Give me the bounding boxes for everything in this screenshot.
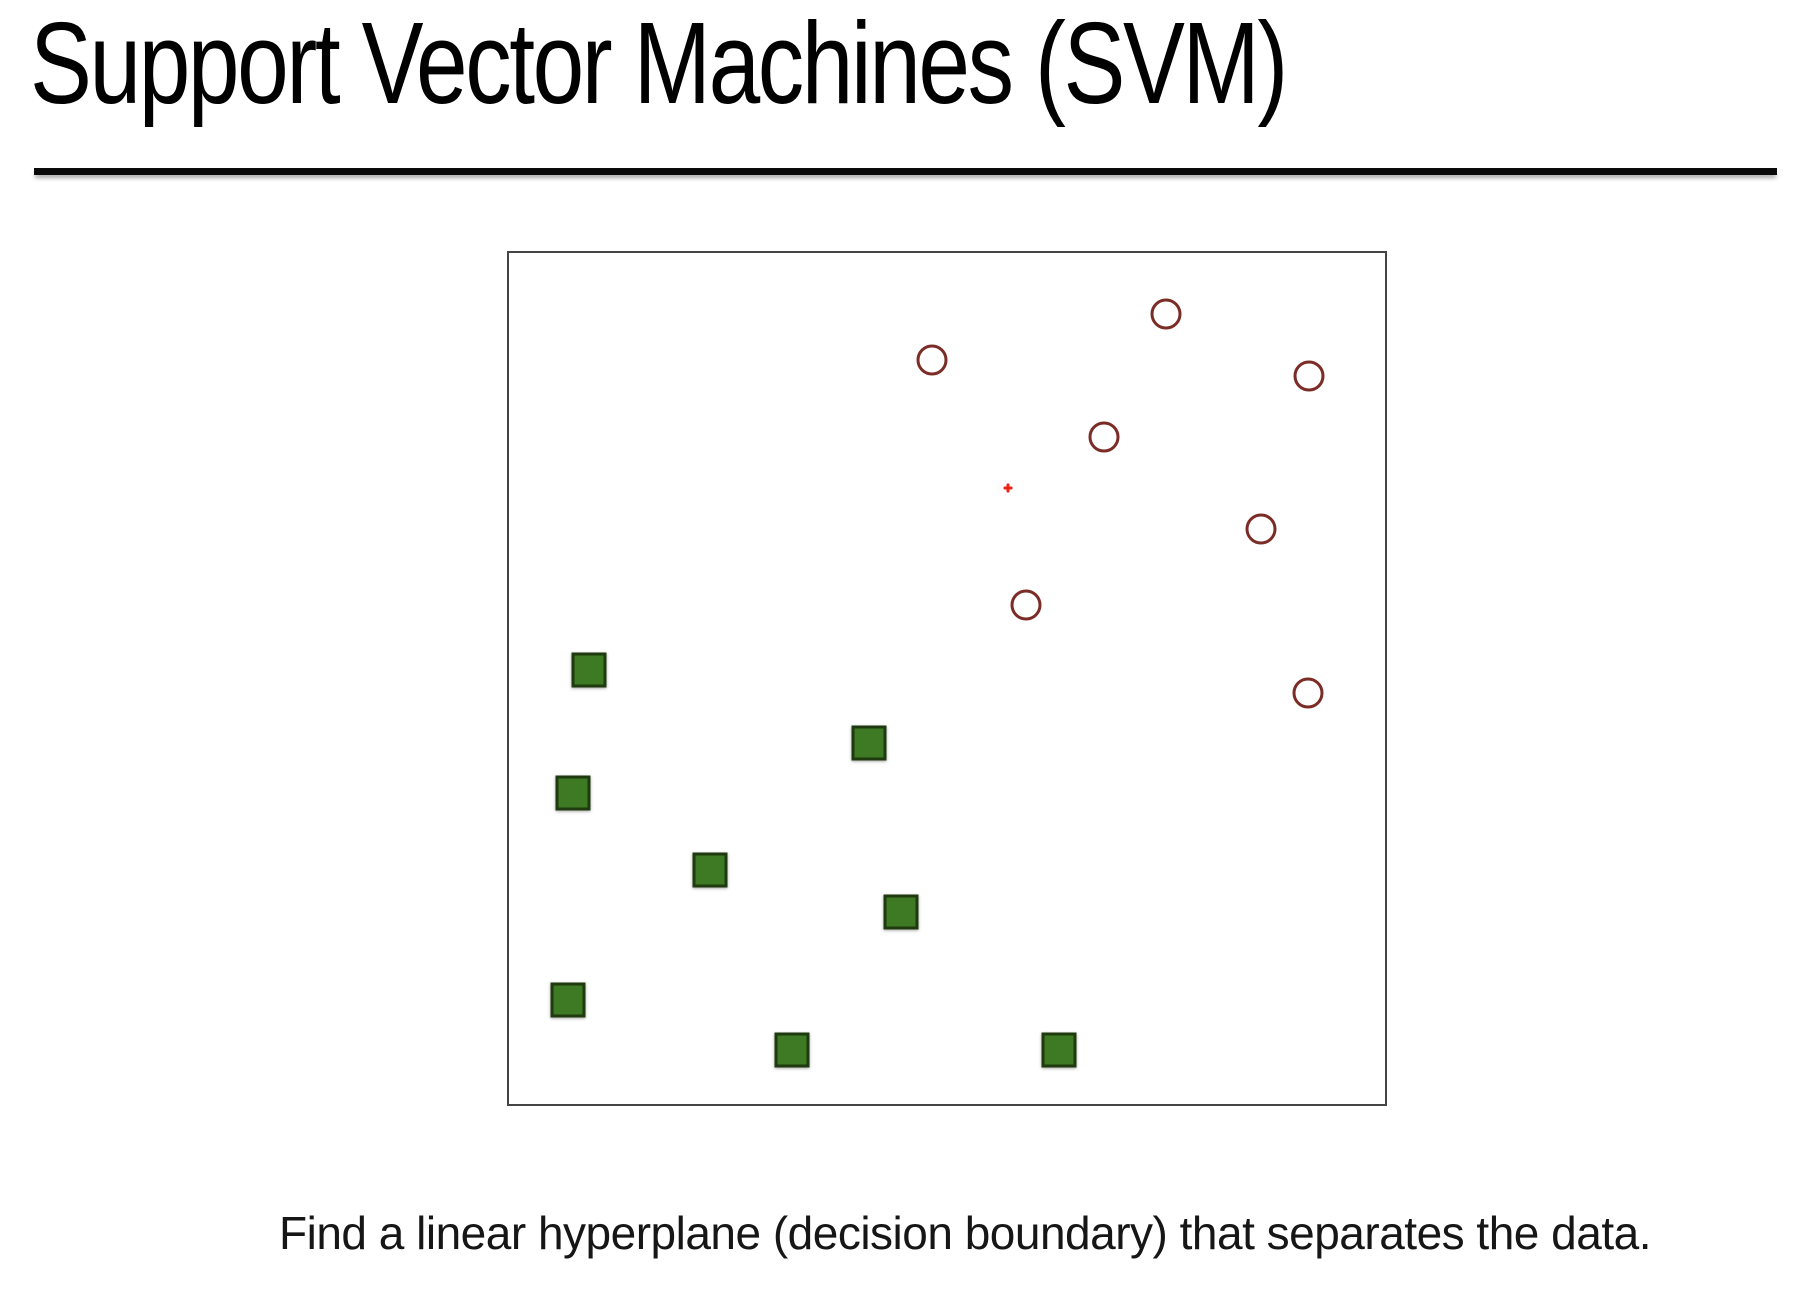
circle-marker: [1150, 298, 1182, 330]
scatter-figure-frame: [507, 251, 1387, 1106]
figure-layer: [509, 253, 1385, 1104]
square-marker: [550, 982, 586, 1018]
circle-marker: [1010, 589, 1042, 621]
square-marker: [555, 775, 591, 811]
red-asterisk-marker: [1003, 483, 1013, 493]
square-marker: [883, 894, 919, 930]
circle-marker: [1088, 421, 1120, 453]
circle-marker: [1245, 513, 1277, 545]
slide-caption: Find a linear hyperplane (decision bound…: [279, 1207, 1651, 1259]
square-marker: [1041, 1032, 1077, 1068]
slide-title: Support Vector Machines (SVM): [30, 0, 1288, 128]
circle-marker: [1292, 677, 1324, 709]
circle-marker: [916, 344, 948, 376]
square-marker: [571, 652, 607, 688]
square-marker: [692, 852, 728, 888]
square-marker: [774, 1032, 810, 1068]
circle-marker: [1293, 360, 1325, 392]
title-underline-rule: [34, 168, 1777, 175]
square-marker: [851, 725, 887, 761]
